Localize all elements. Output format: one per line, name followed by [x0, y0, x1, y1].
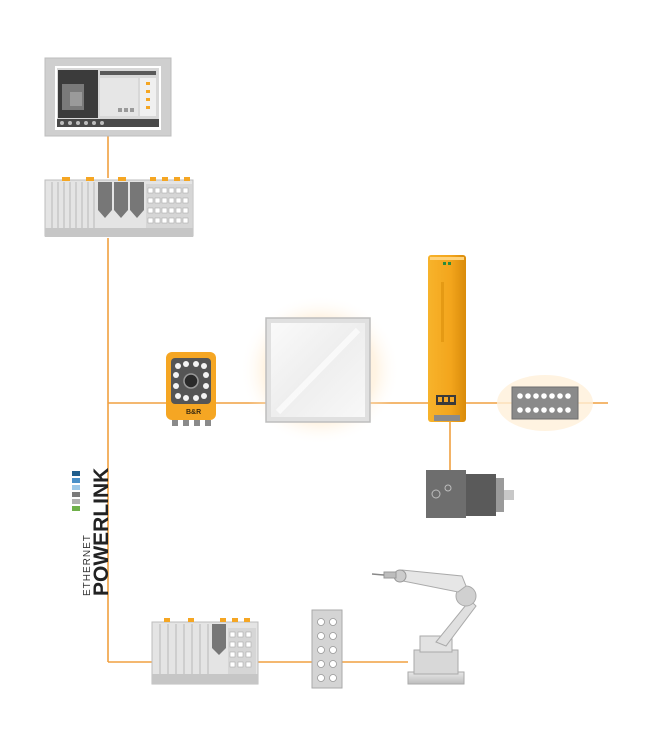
- hmi-panel: [44, 57, 172, 137]
- led-light-bar: [497, 375, 593, 431]
- servo-drive: [428, 255, 466, 422]
- compact-io-block: [311, 609, 343, 689]
- camera-brand-mark: B&R: [186, 409, 201, 416]
- smart-camera: B&R: [166, 352, 216, 426]
- io-station: [151, 618, 259, 685]
- servo-motor: [426, 470, 514, 518]
- logo-ethernet-text: ETHERNET: [82, 534, 93, 596]
- logo-powerlink-text: POWERLINK: [90, 468, 113, 596]
- powerlink-logo: ETHERNET POWERLINK: [72, 468, 113, 596]
- vision-light: [240, 295, 400, 445]
- logo-color-bars: [72, 471, 80, 511]
- controller-rack: [44, 177, 194, 237]
- robot-arm: [371, 569, 477, 685]
